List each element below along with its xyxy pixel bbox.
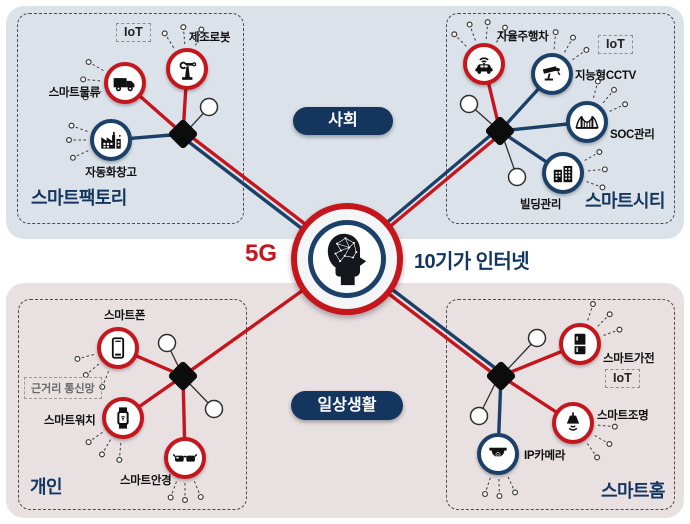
node-label-ip-camera: IP카메라 bbox=[524, 450, 566, 462]
smartwatch-icon bbox=[117, 407, 129, 429]
label-5g: 5G bbox=[245, 240, 278, 267]
node-ip-camera bbox=[477, 433, 519, 475]
quadrant-title-smart-city: 스마트시티 bbox=[585, 191, 665, 211]
node-smart-lighting bbox=[552, 402, 594, 444]
smart-city-box bbox=[446, 13, 675, 224]
neural-network-pattern bbox=[335, 238, 357, 262]
band-label-daily-life: 일상생활 bbox=[291, 391, 403, 420]
short-range-network-badge: 근거리 통신망 bbox=[24, 377, 102, 399]
personal-box bbox=[18, 299, 247, 510]
smart-glasses-icon bbox=[172, 453, 198, 462]
truck-icon bbox=[113, 78, 135, 92]
lamp-icon bbox=[566, 412, 580, 431]
iot-badge-home: IoT bbox=[605, 369, 640, 388]
node-label-manufacturing-robot: 제조로봇 bbox=[189, 32, 231, 44]
node-label-smart-appliance: 스마트가전 bbox=[603, 353, 655, 365]
iot-badge-city: IoT bbox=[598, 35, 633, 54]
node-manufacturing-robot bbox=[166, 48, 208, 90]
cctv-icon bbox=[542, 66, 561, 81]
iot-badge-factory: IoT bbox=[116, 23, 151, 42]
ai-head-icon bbox=[327, 233, 367, 286]
node-automated-warehouse bbox=[90, 119, 132, 161]
center-hub bbox=[291, 203, 403, 315]
node-smartwatch bbox=[102, 397, 144, 439]
quadrant-title-smart-home: 스마트홈 bbox=[601, 481, 665, 501]
node-label-smartwatch: 스마트워치 bbox=[44, 415, 96, 427]
node-label-autonomous-car: 자율주행차 bbox=[497, 31, 549, 43]
node-label-smart-glasses: 스마트안경 bbox=[120, 475, 172, 487]
node-autonomous-car bbox=[463, 43, 505, 85]
node-building-management bbox=[542, 152, 584, 194]
node-label-smart-lighting: 스마트조명 bbox=[597, 410, 649, 422]
node-label-soc-management: SOC관리 bbox=[610, 129, 655, 141]
smartphone-icon bbox=[111, 337, 125, 359]
band-label-society: 사회 bbox=[293, 107, 393, 135]
buildings-icon bbox=[553, 165, 573, 183]
node-smart-logistics bbox=[104, 62, 146, 104]
autonomous-car-icon bbox=[475, 57, 493, 74]
quadrant-title-personal: 개인 bbox=[30, 477, 63, 497]
node-label-intelligent-cctv: 지능형CCTV bbox=[575, 70, 636, 82]
bridge-icon bbox=[575, 116, 599, 129]
quadrant-title-smart-factory: 스마트팩토리 bbox=[31, 188, 127, 208]
label-10giga-internet: 10기가 인터넷 bbox=[414, 251, 530, 273]
neural-network-nodes bbox=[334, 237, 358, 263]
robot-arm-icon bbox=[179, 61, 197, 80]
node-label-smart-logistics: 스마트물류 bbox=[48, 87, 101, 99]
dome-camera-icon bbox=[489, 447, 507, 458]
refrigerator-icon bbox=[574, 333, 586, 355]
node-label-automated-warehouse: 자동화창고 bbox=[85, 167, 137, 179]
node-smartphone bbox=[97, 327, 139, 369]
node-label-building-management: 빌딩관리 bbox=[520, 199, 562, 211]
node-intelligent-cctv bbox=[531, 53, 573, 95]
node-soc-management bbox=[566, 101, 608, 143]
factory-icon bbox=[101, 131, 122, 149]
center-hub-inner bbox=[308, 220, 386, 298]
smart-home-box bbox=[446, 299, 675, 510]
smart-factory-box bbox=[17, 13, 244, 224]
node-smart-appliance bbox=[559, 323, 601, 365]
node-label-smartphone: 스마트폰 bbox=[104, 310, 146, 322]
